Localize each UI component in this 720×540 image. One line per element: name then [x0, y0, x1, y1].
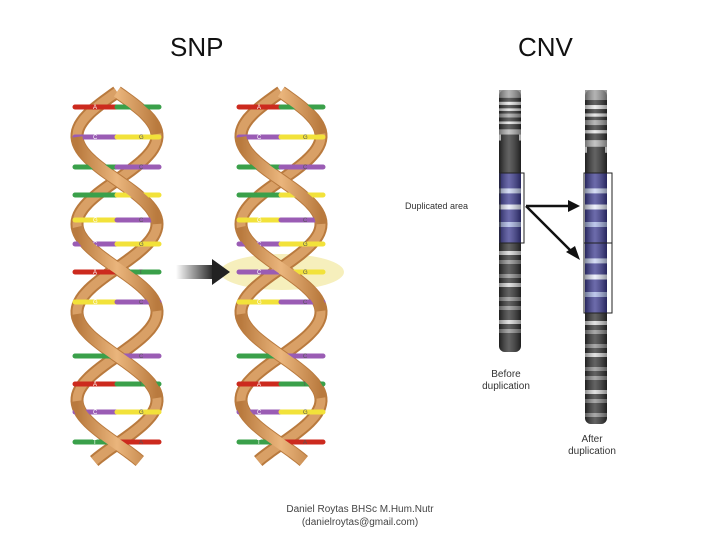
helix-right-base-letter-right-6: G: [303, 270, 308, 276]
helix-right-backbone-front-2: [235, 136, 327, 399]
helix-left-backbone-highlight-1: [72, 88, 162, 465]
helix-right-base-letter-right-10: G: [303, 410, 308, 416]
duplicated-area-bracket-after-2: [583, 242, 613, 314]
helix-left-backbone-front-2: [71, 136, 163, 399]
helix-left-base-letter-left-9: A: [93, 382, 97, 388]
helix-right-base-letter-left-1: C: [257, 135, 262, 141]
chrom-before-shading: [499, 90, 521, 352]
helix-left-base-letter-right-11: A: [139, 440, 143, 446]
helix-right-backbone-front-1: [235, 87, 327, 466]
before-duplication-label-line1: Before: [491, 369, 521, 380]
helix-right-base-letter-right-8: C: [303, 354, 308, 360]
helix-right-base-letter-left-10: C: [257, 410, 262, 416]
duplicated-area-bracket-before: [499, 172, 525, 244]
helix-left-base-letter-right-4: C: [139, 218, 144, 224]
helix-right-base-letter-left-9: A: [257, 382, 261, 388]
helix-right-base-letter-left-7: G: [257, 300, 262, 306]
helix-left-backbone-2: [70, 86, 164, 466]
helix-left-base-letter-right-1: G: [139, 135, 144, 141]
helix-left-base-letter-left-1: C: [93, 135, 98, 141]
helix-right-base-letter-left-4: G: [257, 218, 262, 224]
helix-right-base-letter-left-0: A: [257, 105, 261, 111]
chromosome-after: [584, 90, 608, 424]
helix-right-base-letter-right-2: C: [303, 165, 308, 171]
helix-right-base-letter-right-9: T: [303, 382, 307, 388]
helix-left-base-letter-left-6: A: [93, 270, 97, 276]
cnv-title: CNV: [518, 32, 573, 62]
helix-left-backbone-front-1: [71, 87, 163, 466]
helix-right-base-letter-right-4: C: [303, 218, 308, 224]
footer-email: (danielroytas@gmail.com): [301, 517, 419, 528]
footer: Daniel Roytas BHSc M.Hum.Nutr (danielroy…: [260, 503, 460, 529]
helix-right-base-letter-right-7: C: [303, 300, 308, 306]
helix-left-backbone-highlight-2: [72, 88, 162, 465]
snp-title: SNP: [170, 32, 224, 62]
before-duplication-label-line2: duplication: [482, 381, 530, 392]
helix-right-base-letter-right-11: A: [303, 440, 307, 446]
chrom-after-shading: [585, 90, 607, 424]
chromosome-before: [498, 90, 522, 352]
helix-left-base-letter-left-7: G: [93, 300, 98, 306]
helix-right-base-letter-left-6: C: [257, 270, 262, 276]
helix-left-base-letter-left-4: G: [93, 218, 98, 224]
duplicated-area-label: Duplicated area: [405, 201, 468, 211]
helix-left-base-letter-right-5: G: [139, 242, 144, 248]
after-duplication-label-line1: After: [581, 434, 603, 445]
transition-arrow-icon: [176, 259, 230, 285]
helix-left-base-letter-right-2: C: [139, 165, 144, 171]
helix-right-base-letter-right-5: G: [303, 242, 308, 248]
helix-left-base-letter-right-6: T: [139, 270, 143, 276]
helix-right-base-letter-right-1: G: [303, 135, 308, 141]
helix-left-base-letter-right-10: G: [139, 410, 144, 416]
after-duplication-label-line2: duplication: [568, 446, 616, 457]
helix-left-base-letter-right-7: C: [139, 300, 144, 306]
helix-left-base-letter-left-11: T: [93, 440, 97, 446]
helix-right-base-letter-left-11: T: [257, 440, 261, 446]
helix-left-base-letter-left-0: A: [93, 105, 97, 111]
footer-author: Daniel Roytas BHSc M.Hum.Nutr: [286, 504, 434, 515]
helix-left-base-letter-right-9: T: [139, 382, 143, 388]
duplication-arrow-icon: [525, 200, 580, 260]
helix-left-base-letter-left-10: C: [93, 410, 98, 416]
helix-left-base-letter-right-8: C: [139, 354, 144, 360]
helix-left-backbone-1: [70, 86, 164, 466]
